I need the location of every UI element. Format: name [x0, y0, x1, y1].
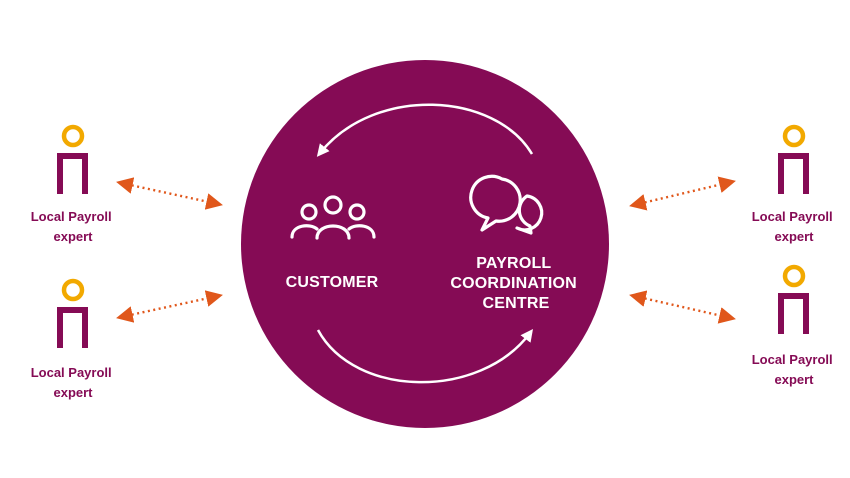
coordination-label: PAYROLL COORDINATION CENTRE [450, 255, 581, 312]
cycle-arrow-top [316, 103, 534, 157]
arrow-left-top [116, 177, 223, 210]
coordination-label-line2: COORDINATION [450, 275, 577, 292]
arrow-right-top [629, 176, 736, 211]
coordination-label-line3: CENTRE [483, 295, 550, 312]
cycle-arrow-bottom [316, 328, 533, 384]
expert-label-line1: Local Payroll [752, 352, 833, 367]
expert-right-bottom: Local Payroll expert [752, 264, 837, 387]
chat-bubbles-icon [469, 174, 544, 235]
expert-label: Local Payroll expert [31, 365, 116, 400]
person-icon [57, 124, 88, 194]
expert-label-line2: expert [53, 229, 93, 244]
expert-label: Local Payroll expert [31, 209, 116, 244]
expert-label-line1: Local Payroll [31, 209, 112, 224]
person-icon [778, 124, 809, 194]
people-group-icon [290, 195, 376, 240]
expert-label-line2: expert [53, 385, 93, 400]
coordination-label-line1: PAYROLL [476, 255, 551, 272]
arrow-left-bottom [116, 290, 223, 323]
person-icon [57, 278, 88, 348]
arrow-right-bottom [629, 290, 736, 324]
person-icon [778, 264, 809, 334]
expert-label: Local Payroll expert [752, 209, 837, 244]
expert-label-line2: expert [774, 372, 814, 387]
expert-label-line2: expert [774, 229, 814, 244]
expert-label: Local Payroll expert [752, 352, 837, 387]
expert-label-line1: Local Payroll [31, 365, 112, 380]
expert-right-top: Local Payroll expert [752, 124, 837, 244]
central-circle [241, 60, 609, 428]
expert-label-line1: Local Payroll [752, 209, 833, 224]
customer-label: CUSTOMER [286, 274, 379, 291]
expert-left-bottom: Local Payroll expert [31, 278, 116, 400]
expert-left-top: Local Payroll expert [31, 124, 116, 244]
